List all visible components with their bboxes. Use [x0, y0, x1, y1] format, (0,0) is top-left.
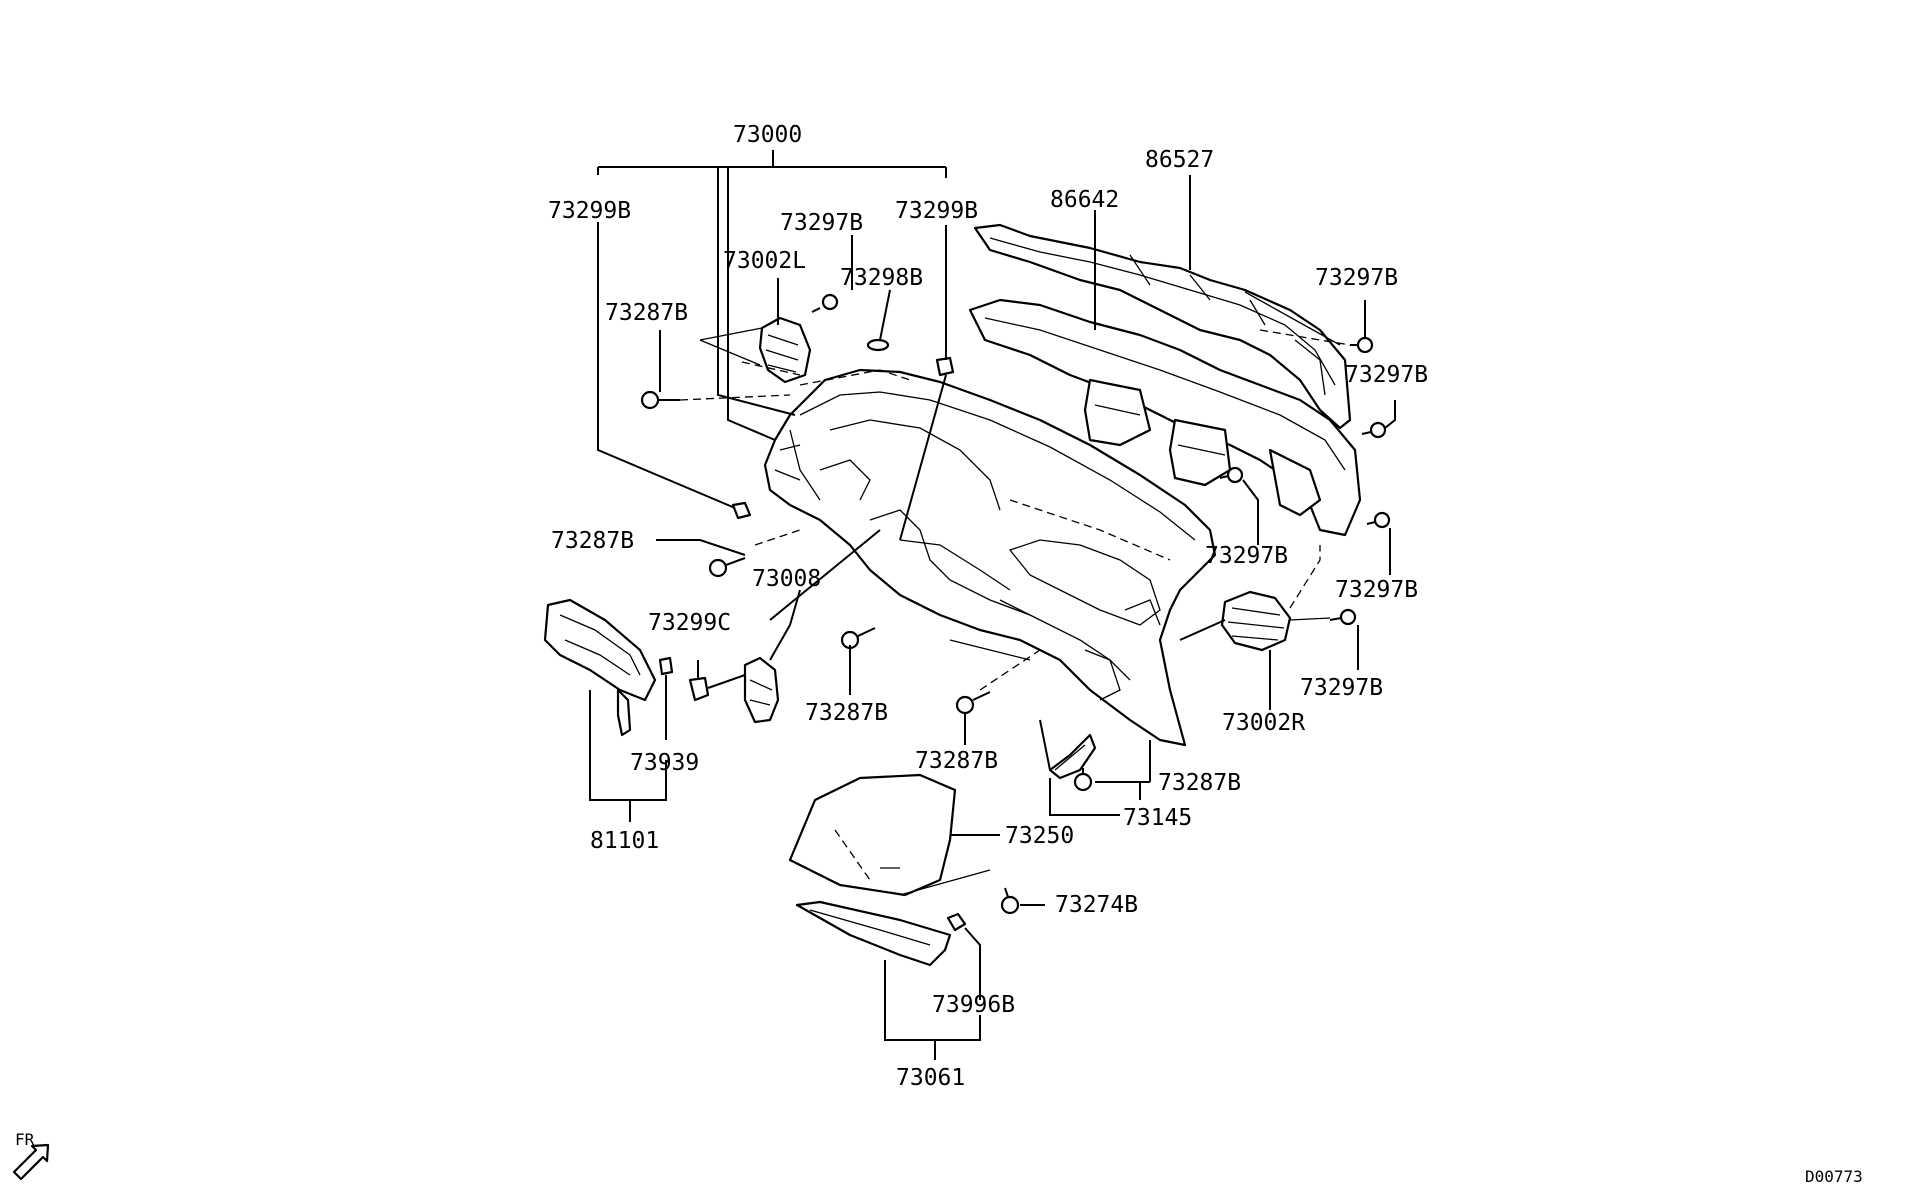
direction-label: FR [15, 1130, 35, 1149]
clip-73939 [658, 656, 674, 676]
front-air-duct [968, 298, 1362, 537]
label-73008: 73008 [752, 566, 821, 592]
front-direction-indicator: FR [12, 1130, 50, 1181]
label-73250: 73250 [1005, 823, 1074, 849]
label-73297B-r5: 73297B [1300, 675, 1383, 701]
label-73002R: 73002R [1222, 710, 1305, 736]
leader-lines [589, 150, 1396, 1060]
direction-arrow-icon [12, 1143, 50, 1181]
label-81101: 81101 [590, 828, 659, 854]
bracket-73008 [743, 656, 780, 724]
label-73274B: 73274B [1055, 892, 1138, 918]
screw-73297B-r4 [1366, 511, 1391, 529]
screw-73297B-r3 [1219, 466, 1244, 484]
screw-73297B-top [811, 293, 839, 313]
screw-73287B-mid [708, 557, 746, 578]
label-86527: 86527 [1145, 147, 1214, 173]
meter-hood-81101 [543, 598, 657, 737]
screw-73287B-c2 [955, 691, 991, 715]
label-73000: 73000 [733, 122, 802, 148]
label-73287B-c1: 73287B [805, 700, 888, 726]
clip-73996B [946, 912, 967, 932]
label-73145: 73145 [1123, 805, 1192, 831]
label-73297B-r3: 73297B [1205, 543, 1288, 569]
label-73287B-c3: 73287B [1158, 770, 1241, 796]
screw-73287B-c3 [1073, 768, 1093, 792]
screw-73297B-r5 [1329, 608, 1357, 626]
label-73002L: 73002L [723, 248, 806, 274]
right-vent-73002R [1220, 590, 1292, 652]
label-73299C: 73299C [648, 610, 731, 636]
clip-73299B-left [731, 501, 752, 520]
screw-73287B-c1 [840, 627, 876, 650]
screw-73274B [1000, 887, 1020, 915]
clip-73299B-right [935, 356, 955, 377]
rear-air-duct [973, 223, 1352, 430]
label-73299B-left: 73299B [548, 198, 631, 224]
instrument-panel [763, 368, 1217, 747]
glove-box-73250 [788, 773, 957, 897]
label-73939: 73939 [630, 750, 699, 776]
screw-73287B-top [640, 390, 680, 410]
label-73287B-top: 73287B [605, 300, 688, 326]
label-73287B-c2: 73287B [915, 748, 998, 774]
label-73297B-r1: 73297B [1315, 265, 1398, 291]
screw-73297B-r2 [1361, 421, 1387, 439]
left-vent-73002L [758, 316, 812, 384]
label-73287B-mid: 73287B [551, 528, 634, 554]
clip-73299C [688, 676, 710, 702]
label-86642: 86642 [1050, 187, 1119, 213]
label-73061: 73061 [896, 1065, 965, 1091]
lower-cover-73061 [795, 900, 952, 967]
label-73297B-top: 73297B [780, 210, 863, 236]
diagram-id: D00773 [1805, 1167, 1863, 1186]
label-73996B: 73996B [932, 992, 1015, 1018]
screw-73297B-r1 [1350, 336, 1374, 354]
label-73299B-right: 73299B [895, 198, 978, 224]
bracket-73145 [1048, 733, 1097, 780]
label-73297B-r4: 73297B [1335, 577, 1418, 603]
label-73297B-r2: 73297B [1345, 362, 1428, 388]
label-73298B: 73298B [840, 265, 923, 291]
grommet-73298B [866, 338, 890, 352]
